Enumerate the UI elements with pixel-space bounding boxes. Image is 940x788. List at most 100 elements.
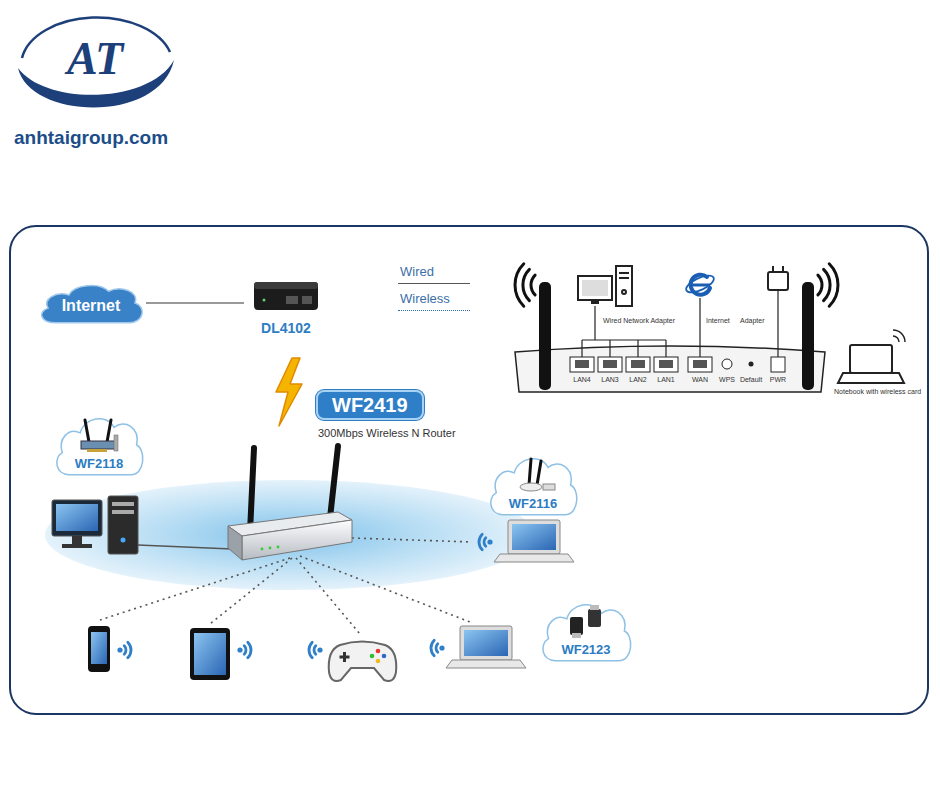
product-image-part bbox=[85, 420, 89, 442]
product-cloud: WF2116 bbox=[486, 452, 580, 518]
callout-text: Internet bbox=[706, 317, 730, 325]
antenna bbox=[802, 282, 814, 390]
gamepad-part bbox=[376, 659, 381, 664]
desktop-pc-part bbox=[121, 538, 126, 543]
wifi-waves-left-part bbox=[523, 269, 529, 300]
wifi-waves-right bbox=[818, 264, 838, 306]
ethernet-ports-part bbox=[626, 357, 650, 372]
laptop-part bbox=[508, 520, 560, 554]
reset-hole bbox=[749, 362, 754, 367]
desktop-pc-part bbox=[72, 536, 82, 544]
wireless-router-part bbox=[228, 526, 242, 560]
smartphone-part bbox=[88, 626, 110, 672]
monitor-icon-part bbox=[582, 280, 608, 296]
legend-text: Wireless bbox=[398, 291, 472, 307]
desktop-pc-part bbox=[108, 496, 138, 554]
wifi-waves-right-part bbox=[824, 269, 830, 300]
ethernet-ports-part bbox=[570, 357, 594, 372]
product-image-part bbox=[254, 282, 318, 289]
laptop-part bbox=[460, 626, 512, 660]
ethernet-ports-part bbox=[659, 360, 673, 368]
wifi-waves-left-part bbox=[515, 264, 524, 306]
legend-line-sample bbox=[398, 310, 470, 311]
pc-tower-icon-part bbox=[619, 272, 629, 274]
leader-lines-part bbox=[581, 340, 582, 357]
leader-lines-part bbox=[665, 340, 666, 357]
smartphone-part bbox=[91, 632, 107, 664]
gamepad-part bbox=[370, 654, 375, 659]
callout-text: Notebook with wireless card bbox=[834, 388, 921, 396]
desktop-pc-part bbox=[52, 500, 102, 536]
legend-item: Wireless bbox=[398, 291, 472, 311]
router-badge: WF2419 300Mbps Wireless N Router bbox=[316, 390, 456, 440]
logo-letters: AT bbox=[67, 34, 123, 85]
wireless-router-part bbox=[261, 548, 264, 551]
desktop-pc bbox=[52, 496, 138, 554]
connector-line bbox=[146, 302, 244, 304]
wired-link bbox=[138, 545, 232, 549]
wireless-links-part bbox=[210, 558, 292, 624]
notebook-icon-part bbox=[893, 336, 899, 342]
tablet-part bbox=[194, 633, 226, 675]
power-adapter-icon bbox=[768, 266, 788, 290]
product-image-part bbox=[302, 296, 312, 304]
ethernet-ports-part bbox=[654, 357, 678, 372]
cloud-shape bbox=[543, 605, 631, 661]
ethernet-ports-part bbox=[693, 360, 707, 368]
internet-cloud: Internet bbox=[36, 281, 146, 325]
wireless-router-part bbox=[242, 520, 352, 560]
product-image-part bbox=[537, 461, 541, 485]
tablet bbox=[190, 628, 230, 680]
leader-lines bbox=[582, 290, 778, 357]
port-label: Default bbox=[740, 376, 762, 384]
smartphone bbox=[88, 626, 110, 672]
leader-lines-part bbox=[637, 340, 638, 357]
antenna bbox=[539, 282, 551, 390]
wifi-waves-right-part bbox=[829, 264, 838, 306]
wifi-icon bbox=[309, 642, 323, 658]
product-image-part bbox=[107, 420, 111, 442]
port-label: LAN3 bbox=[601, 376, 619, 384]
gamepad bbox=[329, 642, 397, 682]
lightning-bolt bbox=[276, 358, 302, 426]
product-image-part bbox=[520, 483, 542, 491]
power-adapter-icon-part bbox=[772, 266, 774, 272]
laptop bbox=[446, 626, 526, 668]
wireless-router-part bbox=[250, 448, 254, 532]
node-label: WF2123 bbox=[561, 643, 610, 658]
desktop-pc-part bbox=[112, 502, 134, 506]
wireless-coverage bbox=[45, 480, 535, 590]
pc-tower-icon-part bbox=[616, 266, 632, 306]
cloud-shape bbox=[57, 419, 143, 475]
node-label: WF2116 bbox=[509, 497, 557, 512]
notebook-icon-part bbox=[838, 373, 904, 383]
laptop-part bbox=[512, 524, 556, 550]
legend-item: Wired bbox=[398, 264, 472, 284]
browser-icon bbox=[684, 272, 716, 296]
wireless-router-part bbox=[330, 446, 338, 518]
tablet-part bbox=[190, 628, 230, 680]
product-image-part bbox=[570, 617, 583, 635]
product-image-part bbox=[263, 299, 266, 302]
website-text: anhtaigroup.com bbox=[14, 128, 168, 149]
port-label: WPS bbox=[719, 376, 735, 384]
product-image-part bbox=[543, 484, 555, 490]
wireless-links-part bbox=[296, 558, 360, 634]
monitor-icon-part bbox=[591, 300, 599, 304]
model-subtitle: 300Mbps Wireless N Router bbox=[318, 427, 456, 440]
gamepad-part bbox=[382, 654, 387, 659]
modem-image bbox=[250, 274, 322, 314]
legend-text: Wired bbox=[398, 264, 472, 280]
port-label: LAN1 bbox=[657, 376, 675, 384]
product-image-part bbox=[254, 282, 318, 310]
wireless-links-part bbox=[300, 556, 470, 622]
wifi-icon bbox=[117, 642, 131, 658]
power-socket bbox=[771, 357, 785, 372]
model-badge: WF2419 bbox=[316, 390, 424, 420]
monitor-icon bbox=[578, 276, 612, 304]
leader-lines-part bbox=[699, 298, 700, 357]
laptop-part bbox=[494, 554, 574, 562]
product-image-part bbox=[529, 459, 531, 485]
